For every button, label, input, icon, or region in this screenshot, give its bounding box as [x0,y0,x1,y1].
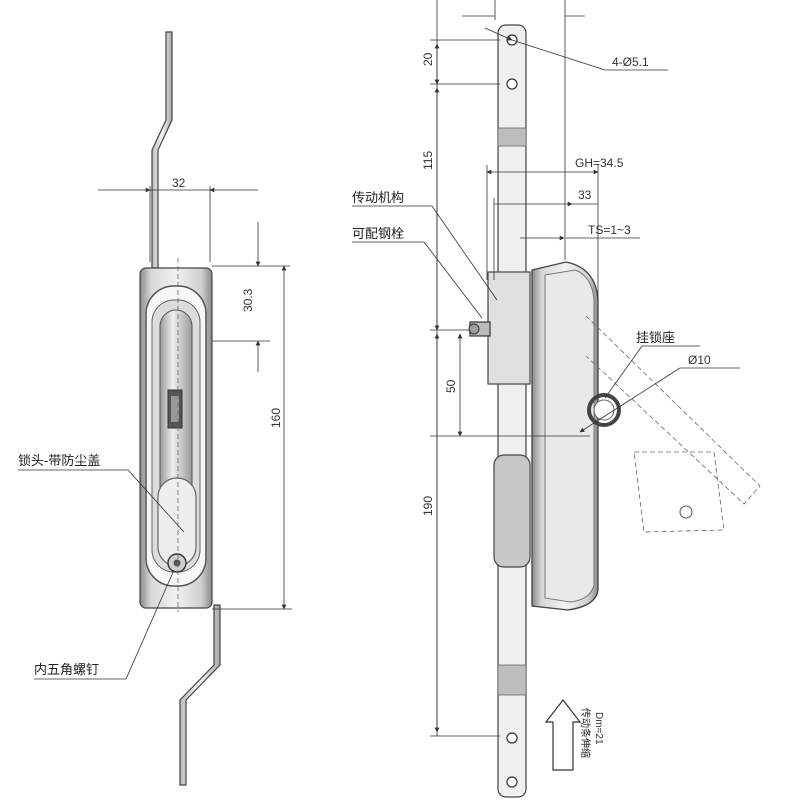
mount-hole-icon [506,78,518,90]
front-view [139,31,221,786]
dim-offset-33: 33 [578,188,592,202]
label-lock-cover: 锁头-带防尘盖 [18,453,100,469]
dim-height-30-3: 30.3 [241,288,255,312]
label-mechanism: 传动机构 [352,191,404,206]
front-view-dimensions: 32 30.3 160 锁头-带防尘盖 内五角螺钉 [18,176,292,680]
padlock-ring-icon [587,393,621,427]
upper-rod [151,31,173,269]
dim-ts: TS=1~3 [588,223,631,237]
dim-span-115: 115 [421,151,435,170]
label-padlock-seat: 挂锁座 [636,330,675,346]
transmission-strip [497,24,527,798]
side-view-dimensions: 20 115 190 50 4-Ø5.1 GH=34.5 33 TS=1~3 [352,0,740,771]
dim-span-190: 190 [421,496,435,516]
dim-span-50: 50 [444,379,458,393]
label-steel-bolt: 可配钢栓 [352,227,404,242]
dim-height-160: 160 [269,408,283,428]
lower-rod [179,604,221,786]
mechanism-block [487,271,531,385]
mount-hole-icon [506,732,518,744]
side-view [468,24,761,798]
dim-gh: GH=34.5 [575,156,624,170]
stroke-label-2: Dm=21 [593,712,604,745]
handle-open-position [585,315,761,505]
dim-padlock-dia: Ø10 [688,353,711,367]
up-arrow-icon [544,699,582,771]
dim-top-20: 20 [421,52,435,66]
key-cylinder-open [633,451,725,533]
label-hex-screw: 内五角螺钉 [34,662,99,678]
dust-cover [157,477,197,567]
stroke-label-1: 传动条伸缩 [579,708,592,758]
dim-hole-dia: 4-Ø5.1 [612,55,649,69]
mount-hole-icon [506,776,518,788]
dim-width-32: 32 [172,176,186,190]
rear-housing [493,454,531,568]
